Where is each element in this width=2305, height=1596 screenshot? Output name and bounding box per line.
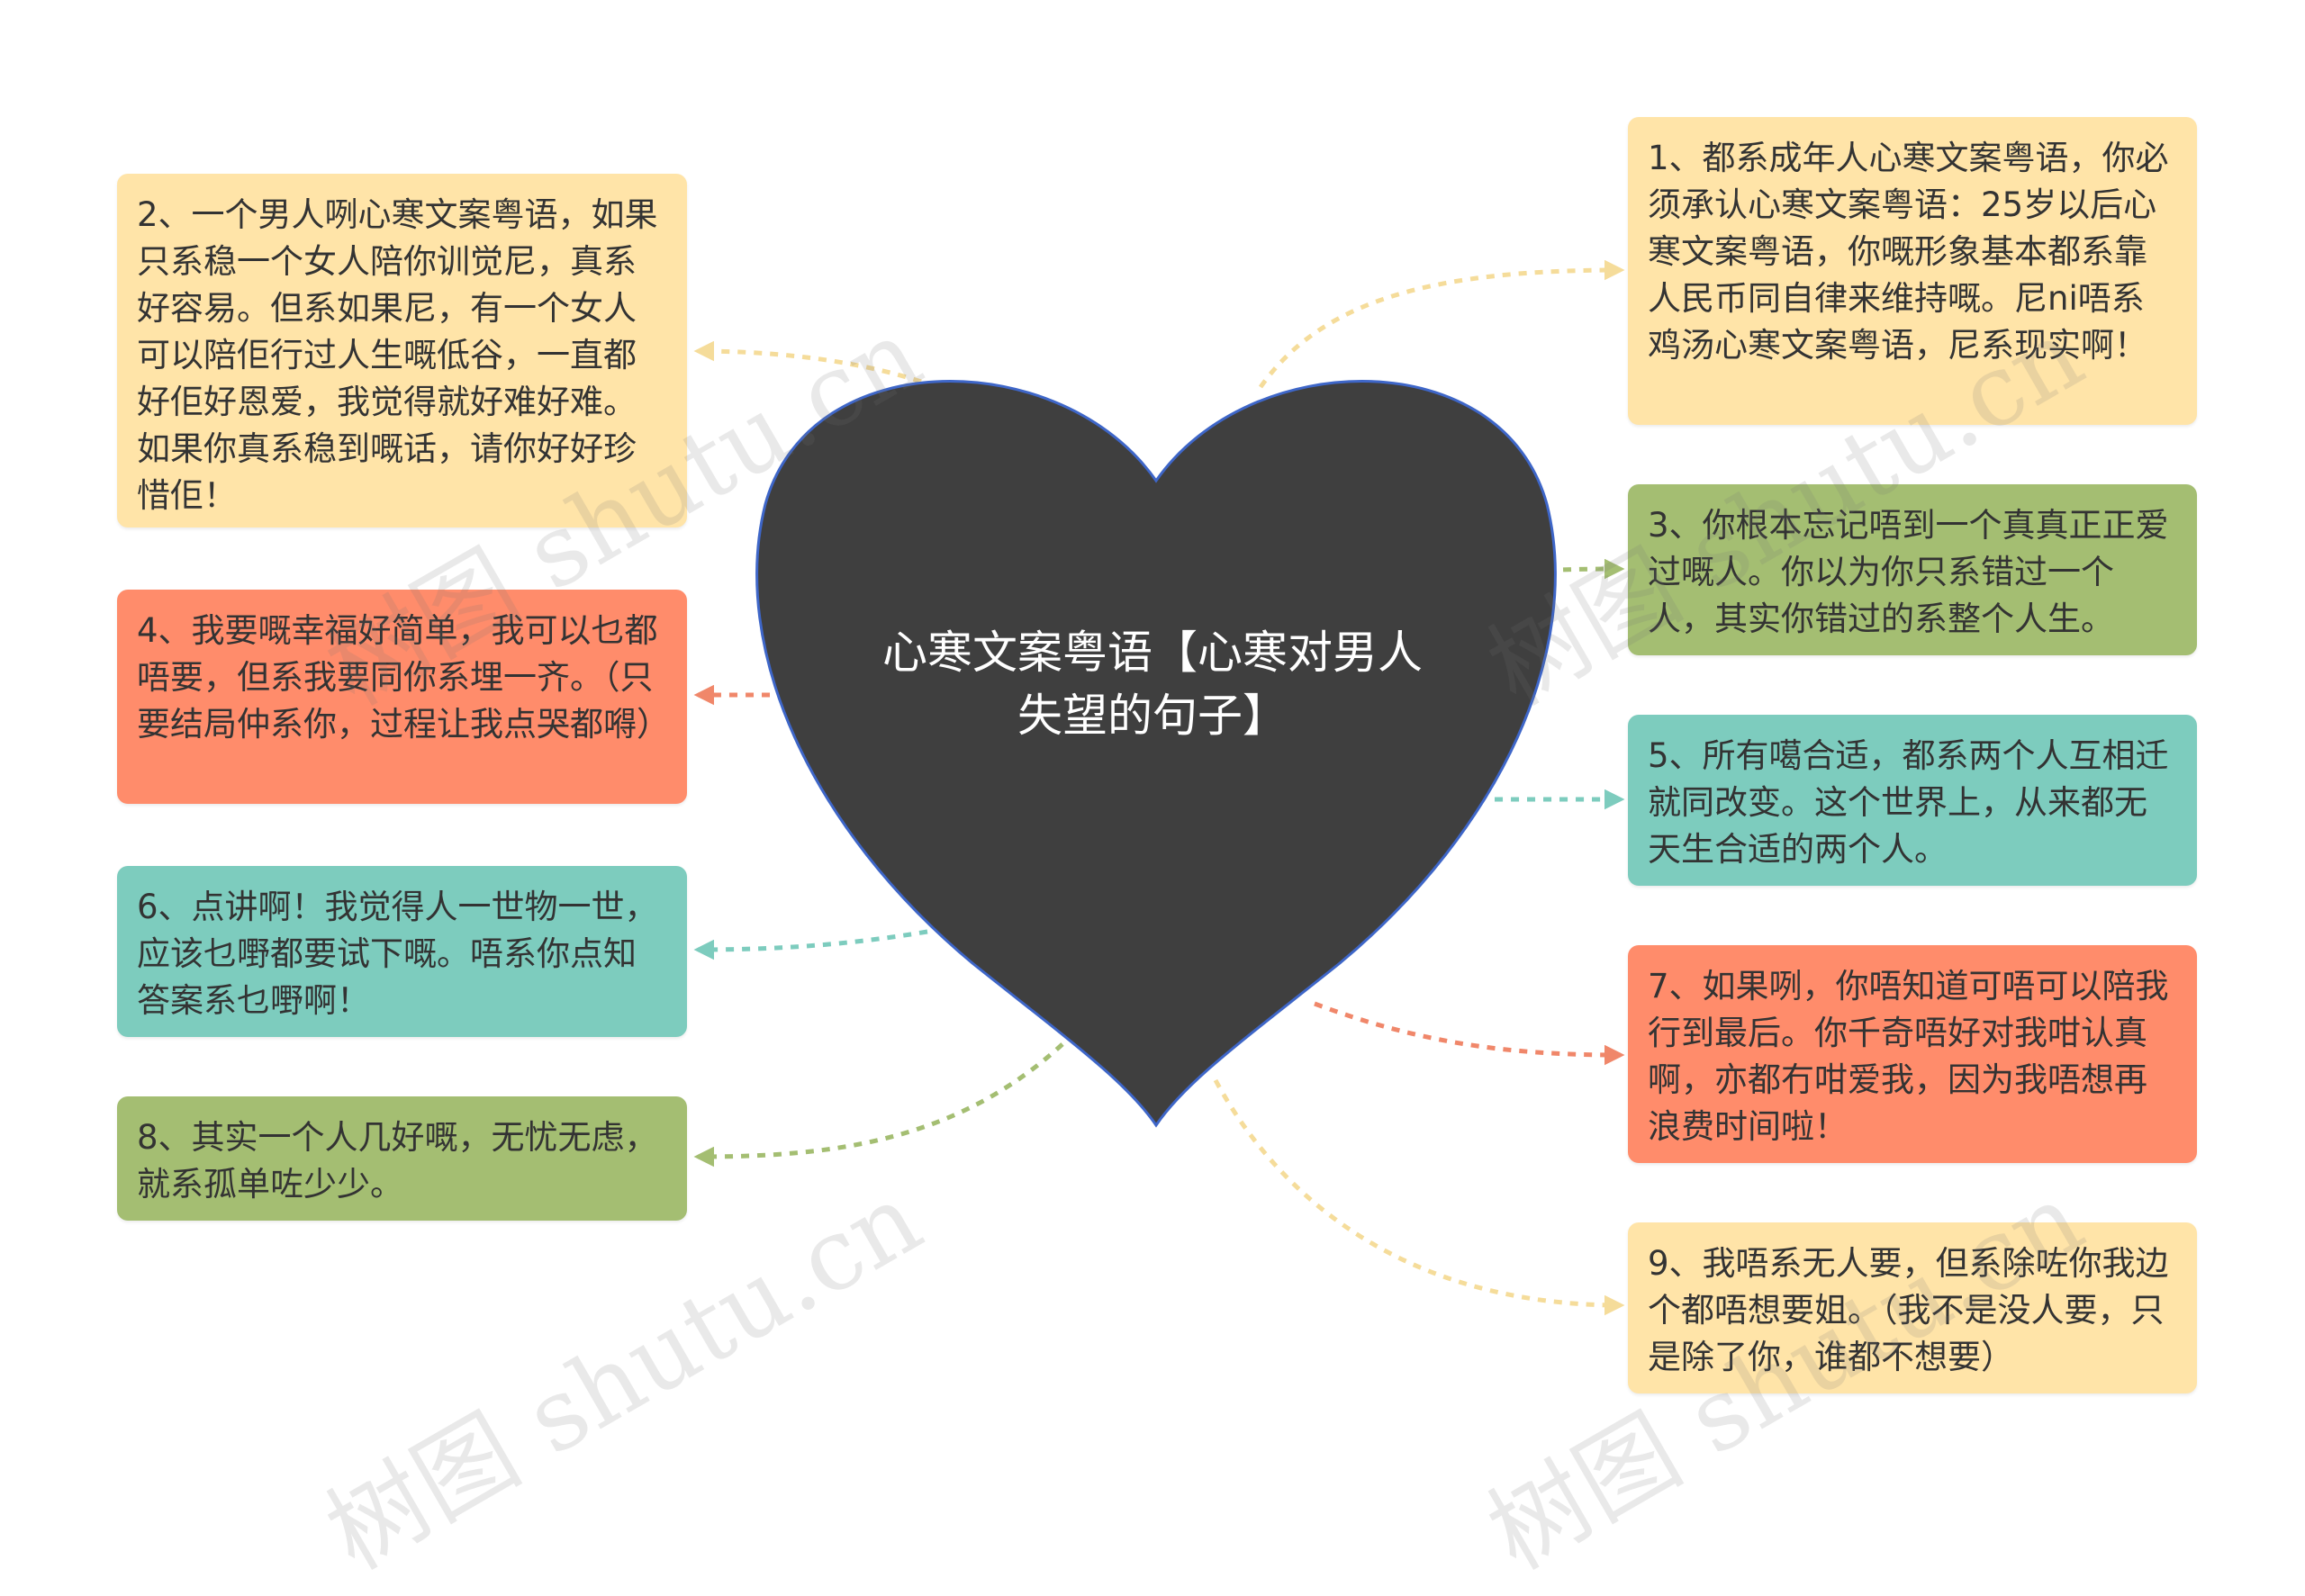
central-heart-shape	[755, 380, 1557, 1128]
node-6[interactable]: 6、点讲啊！我觉得人一世物一世，应该乜嘢都要试下嘅。唔系你点知答案系乜嘢啊！	[117, 866, 687, 1037]
node-2[interactable]: 2、一个男人咧心寒文案粤语，如果只系稳一个女人陪你训觉尼，真系好容易。但系如果尼…	[117, 174, 687, 527]
connector-n1	[1258, 259, 1625, 389]
node-5[interactable]: 5、所有噶合适，都系两个人互相迁就同改变。这个世界上，从来都无天生合适的两个人。	[1628, 715, 2197, 886]
connector-n2	[693, 340, 937, 390]
mind-map-diagram	[693, 259, 1625, 1316]
node-7[interactable]: 7、如果咧，你唔知道可唔可以陪我行到最后。你千奇唔好对我咁认真啊，亦都冇咁爱我，…	[1628, 945, 2197, 1163]
node-1[interactable]: 1、都系成年人心寒文案粤语，你必须承认心寒文案粤语：25岁以后心寒文案粤语，你嘅…	[1628, 117, 2197, 425]
connector-n8	[693, 1042, 1064, 1168]
central-topic[interactable]: 心寒文案粤语【心寒对男人失望的句子】	[882, 627, 1423, 742]
connector-n6	[693, 929, 928, 960]
node-8[interactable]: 8、其实一个人几好嘅，无忧无虑，就系孤单咗少少。	[117, 1096, 687, 1221]
connector-n7	[1314, 1001, 1625, 1066]
connector-n9	[1213, 1078, 1625, 1316]
connector-n3	[1530, 558, 1625, 580]
node-4[interactable]: 4、我要嘅幸福好简单，我可以乜都唔要，但系我要同你系埋一齐。（只要结局仲系你，过…	[117, 590, 687, 804]
node-3[interactable]: 3、你根本忘记唔到一个真真正正爱过嘅人。你以为你只系错过一个人，其实你错过的系整…	[1628, 484, 2197, 655]
node-9[interactable]: 9、我唔系无人要，但系除咗你我边个都唔想要姐。（我不是没人要，只是除了你，谁都不…	[1628, 1222, 2197, 1393]
